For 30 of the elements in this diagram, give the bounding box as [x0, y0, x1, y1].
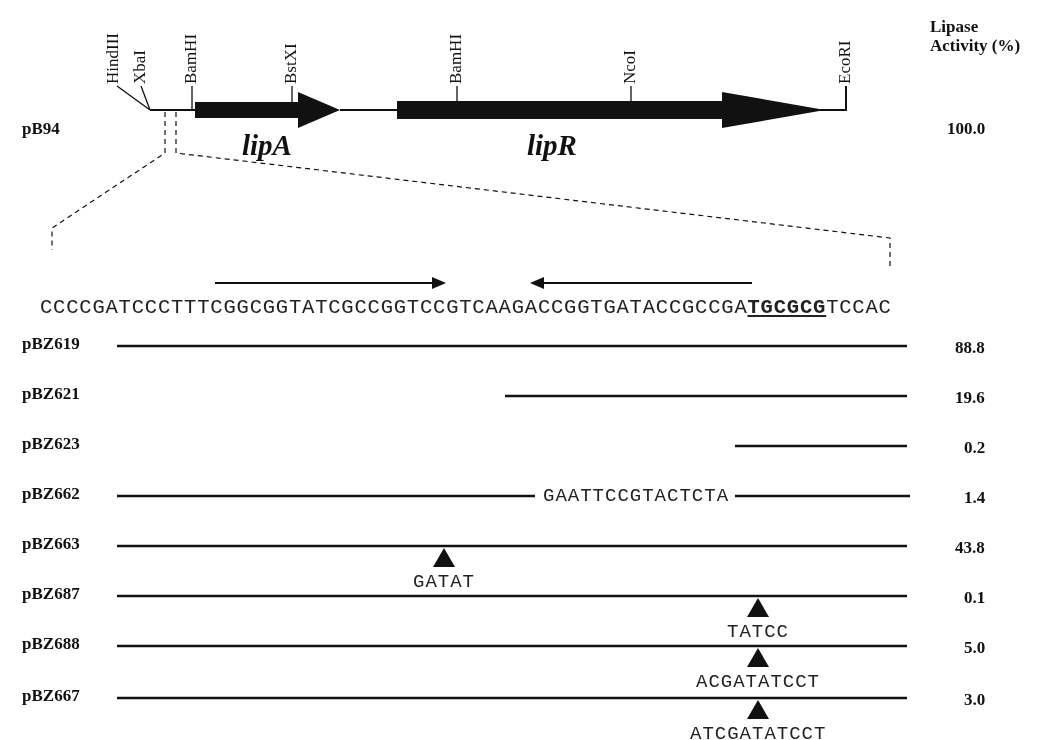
plasmid-name: pBZ621: [22, 385, 80, 404]
activity-value: 100.0: [947, 120, 986, 139]
restriction-site-label: NcoI: [621, 50, 640, 84]
activity-value: 5.0: [964, 639, 986, 658]
plasmid-name: pBZ662: [22, 485, 80, 504]
activity-value: 3.0: [964, 691, 986, 710]
plasmid-name: pBZ667: [22, 687, 80, 706]
activity-value: 0.1: [964, 589, 986, 608]
plasmid-name: pBZ619: [22, 335, 80, 354]
activity-value: 19.6: [955, 389, 985, 408]
plasmid-name: pBZ623: [22, 435, 80, 454]
inserted-sequence: ATCGATATCCT: [689, 724, 828, 740]
activity-value: 1.4: [964, 489, 986, 508]
plasmid-name: pB94: [22, 120, 60, 139]
gene-label: lipA: [242, 130, 292, 162]
column-heading: Lipase Activity (%): [930, 18, 1022, 56]
plasmid-name: pBZ663: [22, 535, 80, 554]
plasmid-name: pBZ688: [22, 635, 80, 654]
activity-value: 88.8: [955, 339, 985, 358]
restriction-site-label: BamHI: [447, 33, 466, 84]
plasmid-name: pBZ687: [22, 585, 80, 604]
gene-label: lipR: [527, 130, 577, 162]
restriction-site-label: HindIII: [104, 33, 123, 84]
restriction-site-label: BamHI: [182, 33, 201, 84]
restriction-site-label: XbaI: [131, 50, 150, 84]
activity-value: 43.8: [955, 539, 985, 558]
restriction-site-label: EcoRI: [836, 40, 855, 84]
dna-sequence: CCCCGATCCCTTTCGGCGGTATCGCCGGTCCGTCAAGACCGGTGATACCGCCGATGCGCGTCCAC: [40, 297, 892, 320]
activity-value: 0.2: [964, 439, 986, 458]
restriction-site-label: BstXI: [282, 43, 301, 84]
